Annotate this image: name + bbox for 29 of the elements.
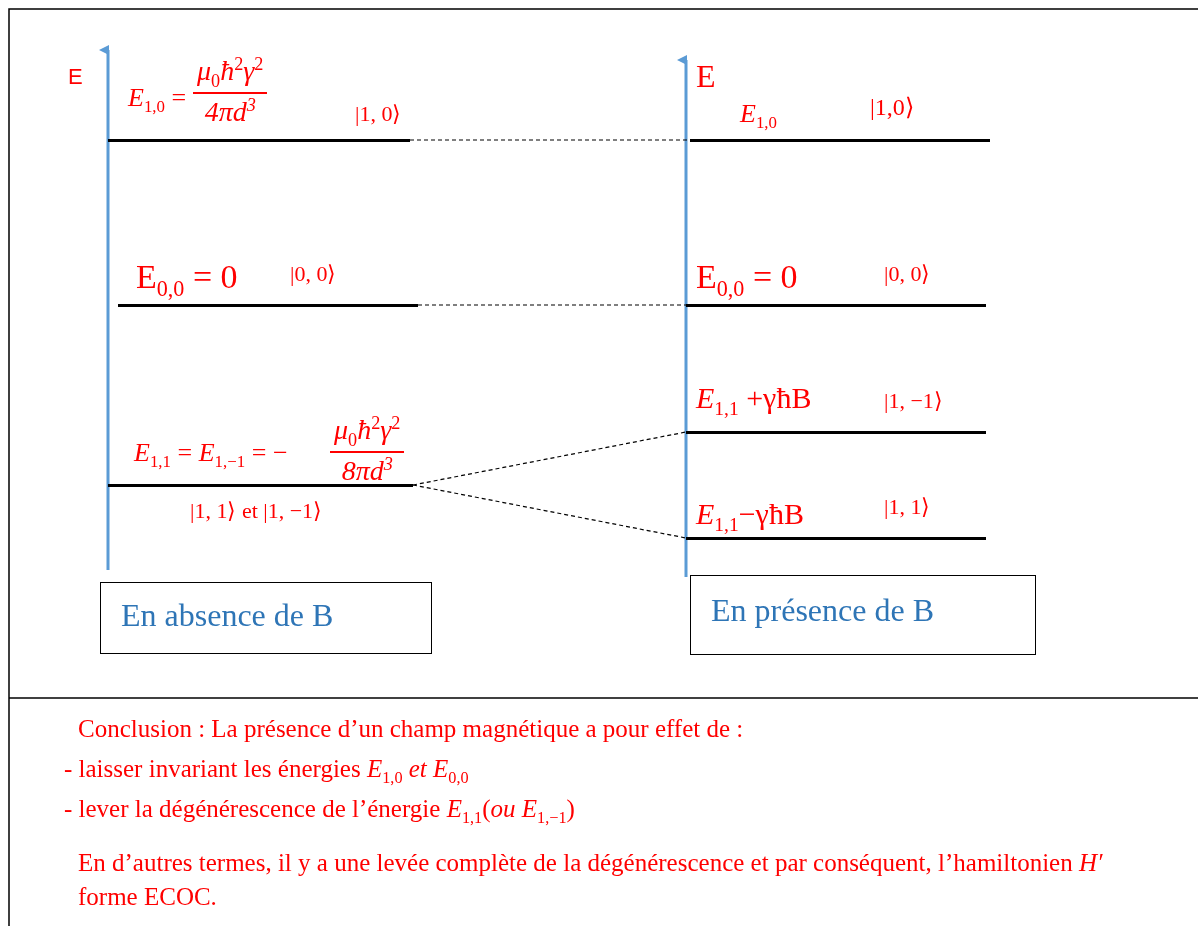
caption-text: En absence de B: [121, 597, 334, 634]
energy-label: E$_{1,0}$ =: [128, 85, 187, 117]
dashed-connector: [412, 431, 687, 486]
energy-label: E$_{1,0}$: [740, 101, 777, 133]
fraction: μ$_{0}$ħ$^{2}$γ$^{2}$ 4πd$^{3}$: [193, 55, 268, 127]
caption-box: [100, 582, 432, 654]
axis-label: E: [68, 66, 83, 88]
conclusion-text: Conclusion : La présence d’un champ magnétique a pour effet de :: [78, 716, 744, 741]
energy-label: E$_{1,1}$−γħB: [696, 499, 804, 535]
energy-label: E$_{0,0}$ = 0: [136, 260, 238, 300]
axis-label: E: [696, 60, 716, 92]
state-ket: |0, 0⟩: [884, 263, 931, 285]
conclusion-text: En d’autres termes, il y a une levée complète de la dégénérescence et par conséquent, l’hamiltonien H′ forme ECOC.: [78, 848, 1104, 912]
energy-label: E$_{0,0}$ = 0: [696, 260, 798, 300]
state-ket: |1, −1⟩: [884, 390, 943, 412]
dashed-connector: [412, 484, 687, 539]
energy-label: E$_{1,1}$ +γħB: [696, 383, 812, 419]
fraction: μ$_{0}$ħ$^{2}$γ$^{2}$ 8πd$^{3}$: [330, 414, 405, 486]
bullet-text: - laisser invariant les énergies E$_{1,0}$ et E$_{0,0}$: [64, 756, 469, 787]
caption-box: [690, 575, 1036, 655]
state-ket: |0, 0⟩: [290, 263, 337, 285]
caption-text: En présence de B: [711, 592, 934, 629]
dashed-connector: [417, 304, 687, 306]
bullet-text: - lever la dégénérescence de l’énergie E$_{1,1}$(ou E$_{1,−1}$): [64, 796, 575, 827]
energy-label: E$_{1,1}$ = E$_{1,−1}$ = −: [134, 440, 288, 472]
state-ket: |1, 1⟩: [884, 496, 931, 518]
state-ket: |1,0⟩: [870, 95, 914, 119]
state-ket: |1, 1⟩ et |1, −1⟩: [190, 500, 323, 522]
state-ket: |1, 0⟩: [355, 103, 402, 125]
